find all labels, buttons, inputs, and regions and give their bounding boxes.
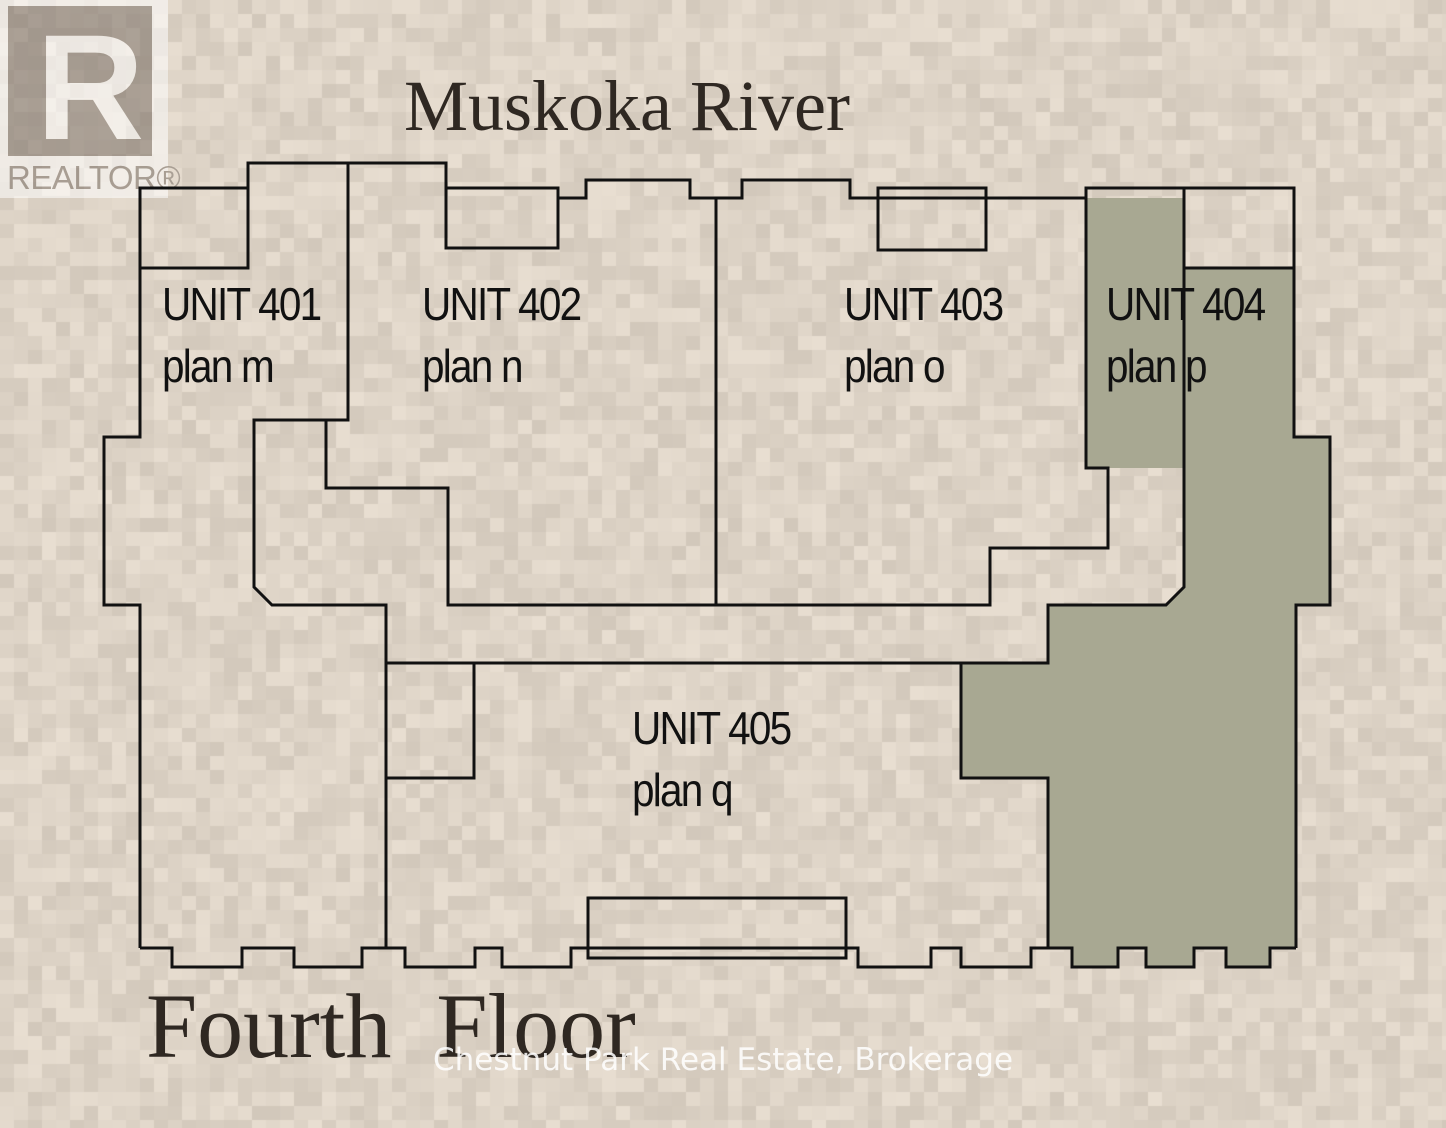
- realtor-logo-text: REALTOR®: [7, 159, 181, 196]
- unit-405-plan: plan q: [632, 764, 734, 816]
- outer-wall: [102, 161, 1332, 948]
- unit-405-wall: [386, 663, 476, 780]
- brokerage-watermark: Chestnut Park Real Estate, Brokerage: [433, 1042, 1014, 1078]
- unit-401-plan: plan m: [162, 340, 275, 392]
- unit-402-balcony: [444, 188, 560, 250]
- unit-404-wall: [386, 268, 1186, 665]
- unit-402-name: UNIT 402: [422, 278, 582, 330]
- unit-404-name: UNIT 404: [1106, 278, 1266, 330]
- realtor-logo-letter: R: [36, 3, 145, 171]
- unit-402-label[interactable]: UNIT 402 plan n: [422, 273, 582, 397]
- map-title: Muskoka River: [404, 66, 850, 146]
- unit-404-lower-wall: [959, 661, 1050, 948]
- unit-401-name: UNIT 401: [162, 278, 322, 330]
- unit-403-name: UNIT 403: [844, 278, 1004, 330]
- unit-403-plan: plan o: [844, 340, 946, 392]
- realtor-logo: R REALTOR®: [0, 0, 181, 198]
- unit-404-plan: plan p: [1106, 340, 1208, 392]
- floor-plan-walls: [102, 161, 1332, 969]
- realtor-logo-box: R: [8, 6, 152, 162]
- unit-402-inner-wall: [324, 198, 1110, 607]
- unit-401-402-wall: [252, 163, 388, 948]
- unit-404-highlight[interactable]: [961, 198, 1330, 967]
- unit-404-label[interactable]: UNIT 404 plan p: [1106, 273, 1266, 397]
- unit-403-balcony: [876, 186, 988, 252]
- unit-403-label[interactable]: UNIT 403 plan o: [844, 273, 1004, 397]
- unit-402-plan: plan n: [422, 340, 524, 392]
- unit-401-label[interactable]: UNIT 401 plan m: [162, 273, 322, 397]
- floor-label: Fourth Floor: [146, 975, 636, 1077]
- unit-405-name: UNIT 405: [632, 702, 792, 754]
- unit-404-balcony: [1182, 186, 1296, 270]
- bottom-wall: [140, 946, 1296, 969]
- unit-405-balcony: [586, 896, 848, 960]
- unit-405-label[interactable]: UNIT 405 plan q: [632, 697, 792, 821]
- unit-401-balcony: [138, 186, 250, 270]
